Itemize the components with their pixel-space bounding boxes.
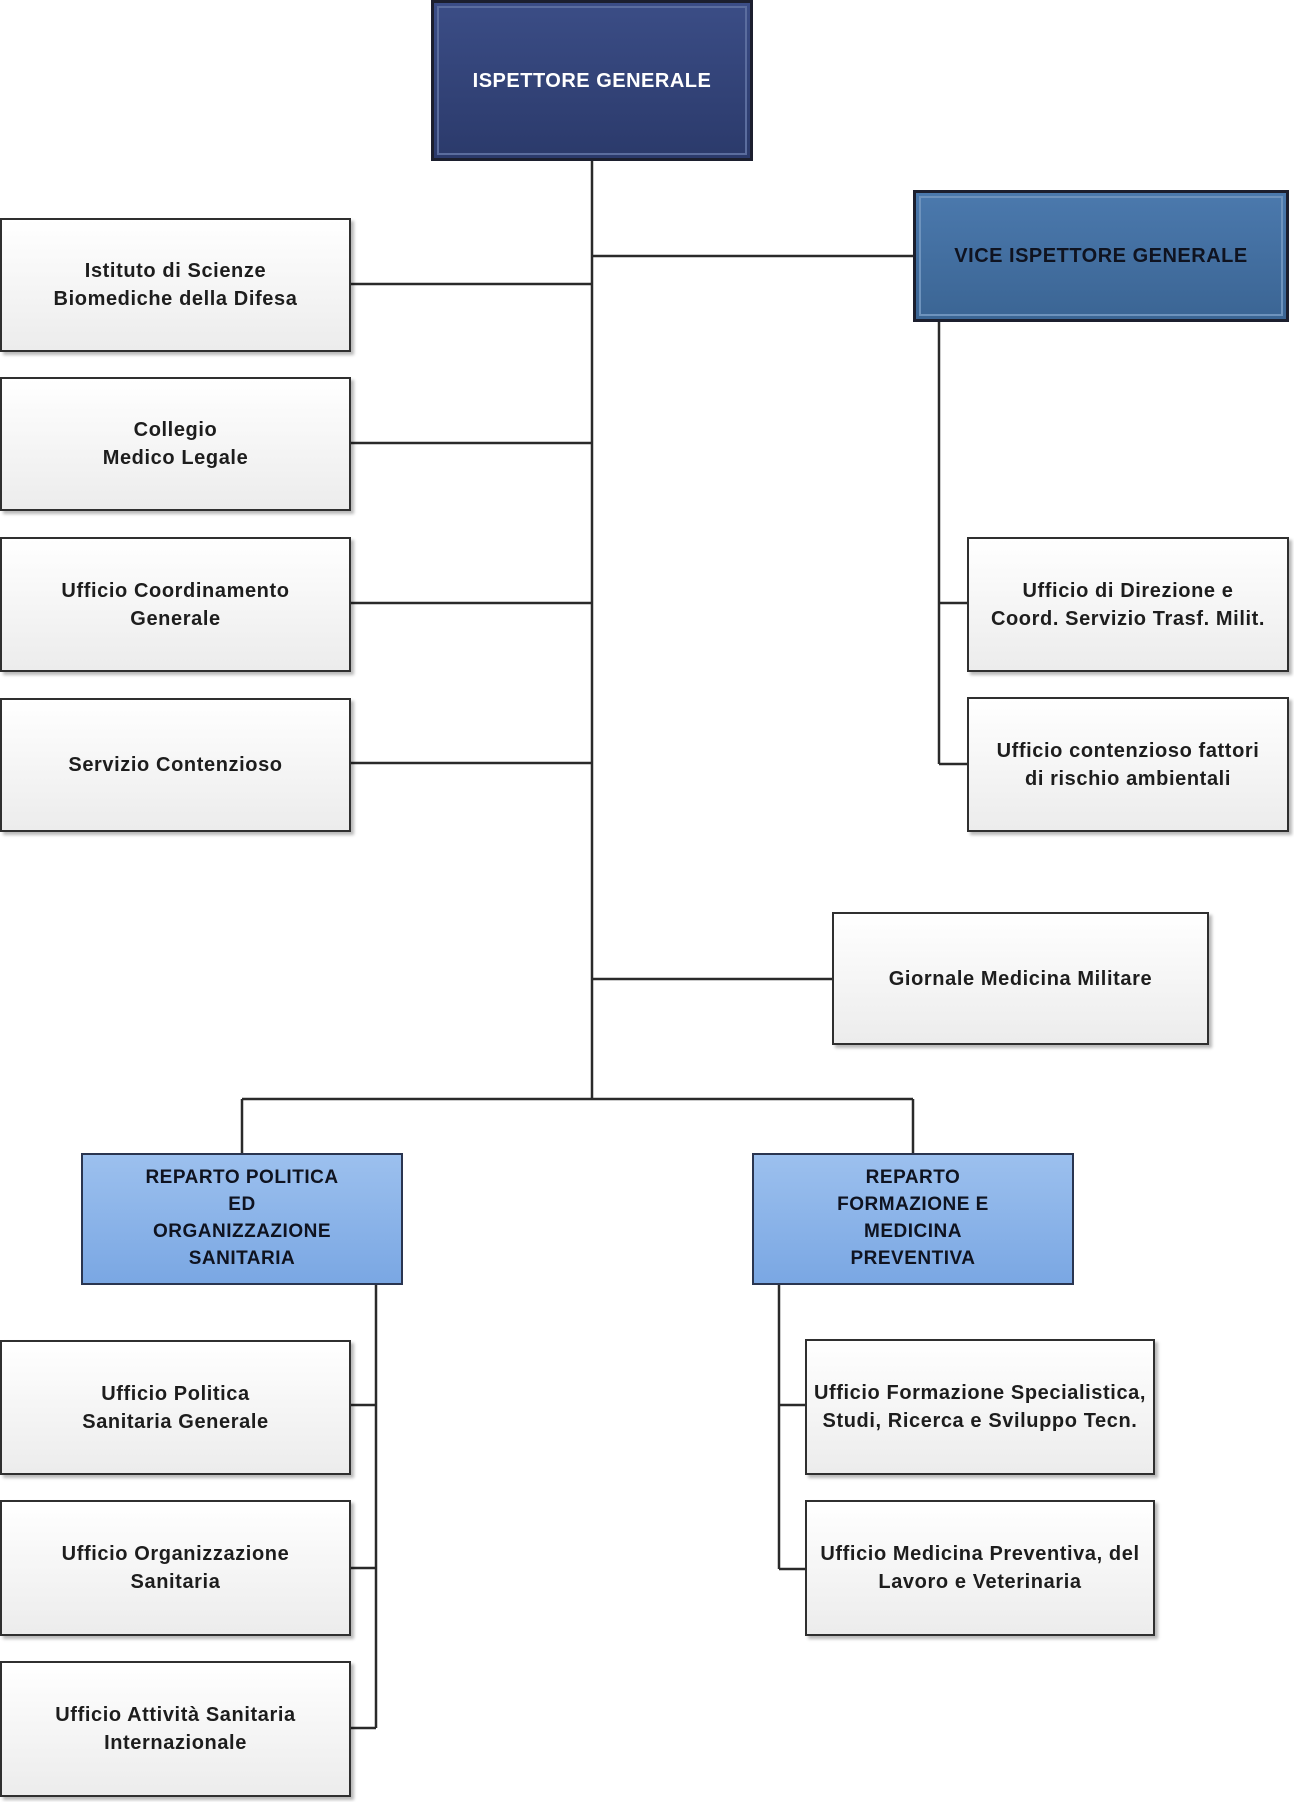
node-vice-ispettore-generale: VICE ISPETTORE GENERALE [913, 190, 1289, 322]
node-ufficio-politica-sanitaria: Ufficio Politica Sanitaria Generale [0, 1340, 351, 1475]
node-servizio-contenzioso: Servizio Contenzioso [0, 698, 351, 832]
node-ispettore-generale: ISPETTORE GENERALE [431, 0, 753, 161]
node-ufficio-medicina-preventiva: Ufficio Medicina Preventiva, del Lavoro … [805, 1500, 1155, 1636]
node-ufficio-direzione-coord: Ufficio di Direzione e Coord. Servizio T… [967, 537, 1289, 672]
node-ufficio-formazione-specialistica: Ufficio Formazione Specialistica, Studi,… [805, 1339, 1155, 1475]
node-istituto-scienze-biomediche: Istituto di Scienze Biomediche della Dif… [0, 218, 351, 352]
node-ufficio-coordinamento-generale: Ufficio Coordinamento Generale [0, 537, 351, 672]
node-ufficio-attivita-internazionale: Ufficio Attività Sanitaria Internazional… [0, 1661, 351, 1797]
node-ufficio-organizzazione-sanitaria: Ufficio Organizzazione Sanitaria [0, 1500, 351, 1636]
node-reparto-politica-organizzazione: REPARTO POLITICA ED ORGANIZZAZIONE SANIT… [81, 1153, 403, 1285]
node-ufficio-contenzioso-fattori: Ufficio contenzioso fattori di rischio a… [967, 697, 1289, 832]
node-collegio-medico-legale: Collegio Medico Legale [0, 377, 351, 511]
node-giornale-medicina-militare: Giornale Medicina Militare [832, 912, 1209, 1045]
node-reparto-formazione-medicina: REPARTO FORMAZIONE E MEDICINA PREVENTIVA [752, 1153, 1074, 1285]
